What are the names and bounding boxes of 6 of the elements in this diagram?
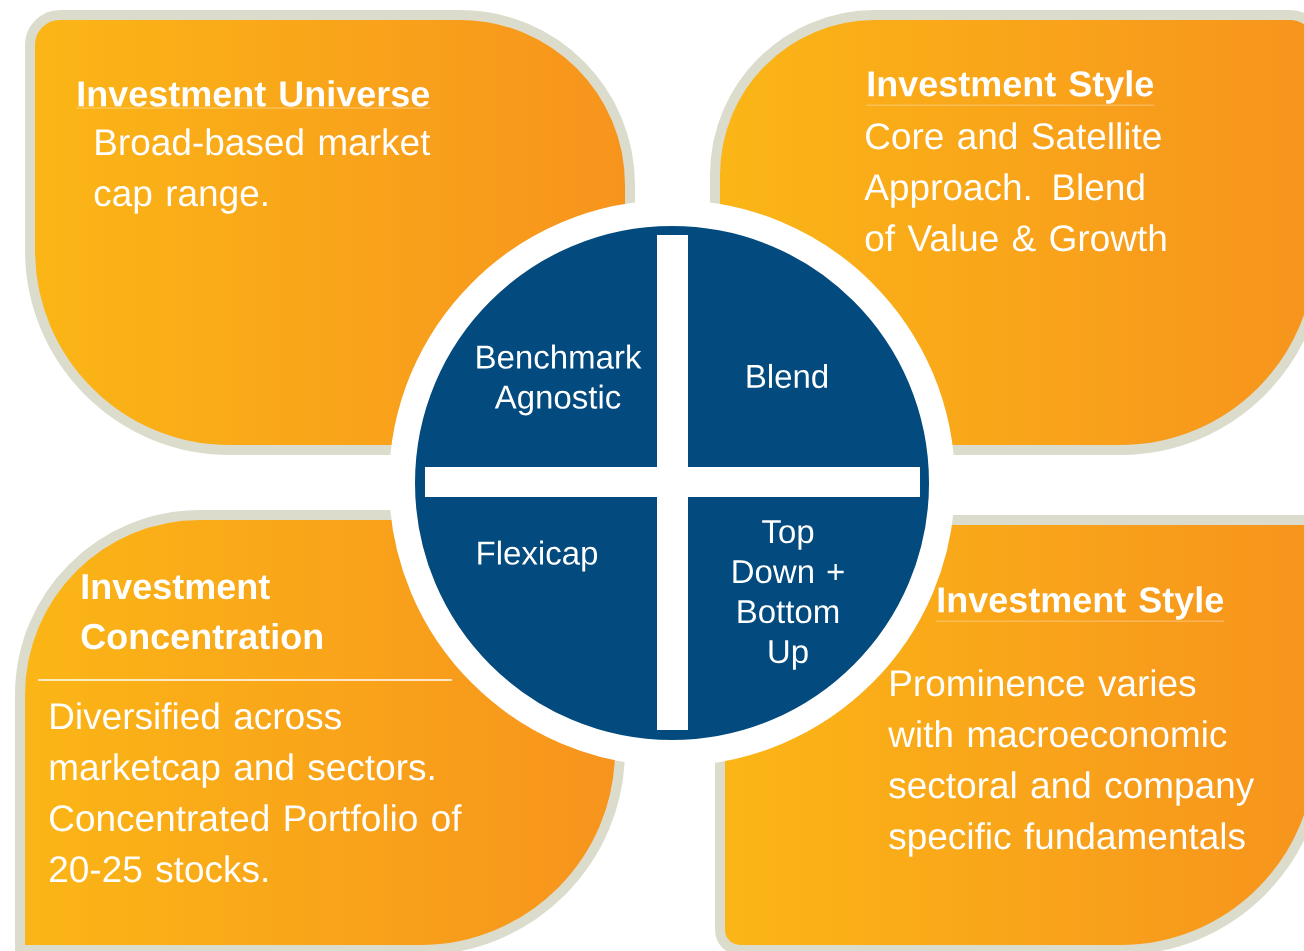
heading-text: Investment Style bbox=[936, 586, 1225, 622]
body-text: Prominence varies with macroeconomic sectoral and company specific fundamentals bbox=[888, 669, 1255, 857]
body-text: Core and Satellite Approach. Blend of Value & Growth bbox=[864, 122, 1166, 252]
quadrant-label: Blend bbox=[747, 363, 828, 389]
quadrant-label: Top Down + Bottom Up bbox=[733, 520, 844, 670]
heading-text: Investment Style bbox=[866, 70, 1155, 106]
